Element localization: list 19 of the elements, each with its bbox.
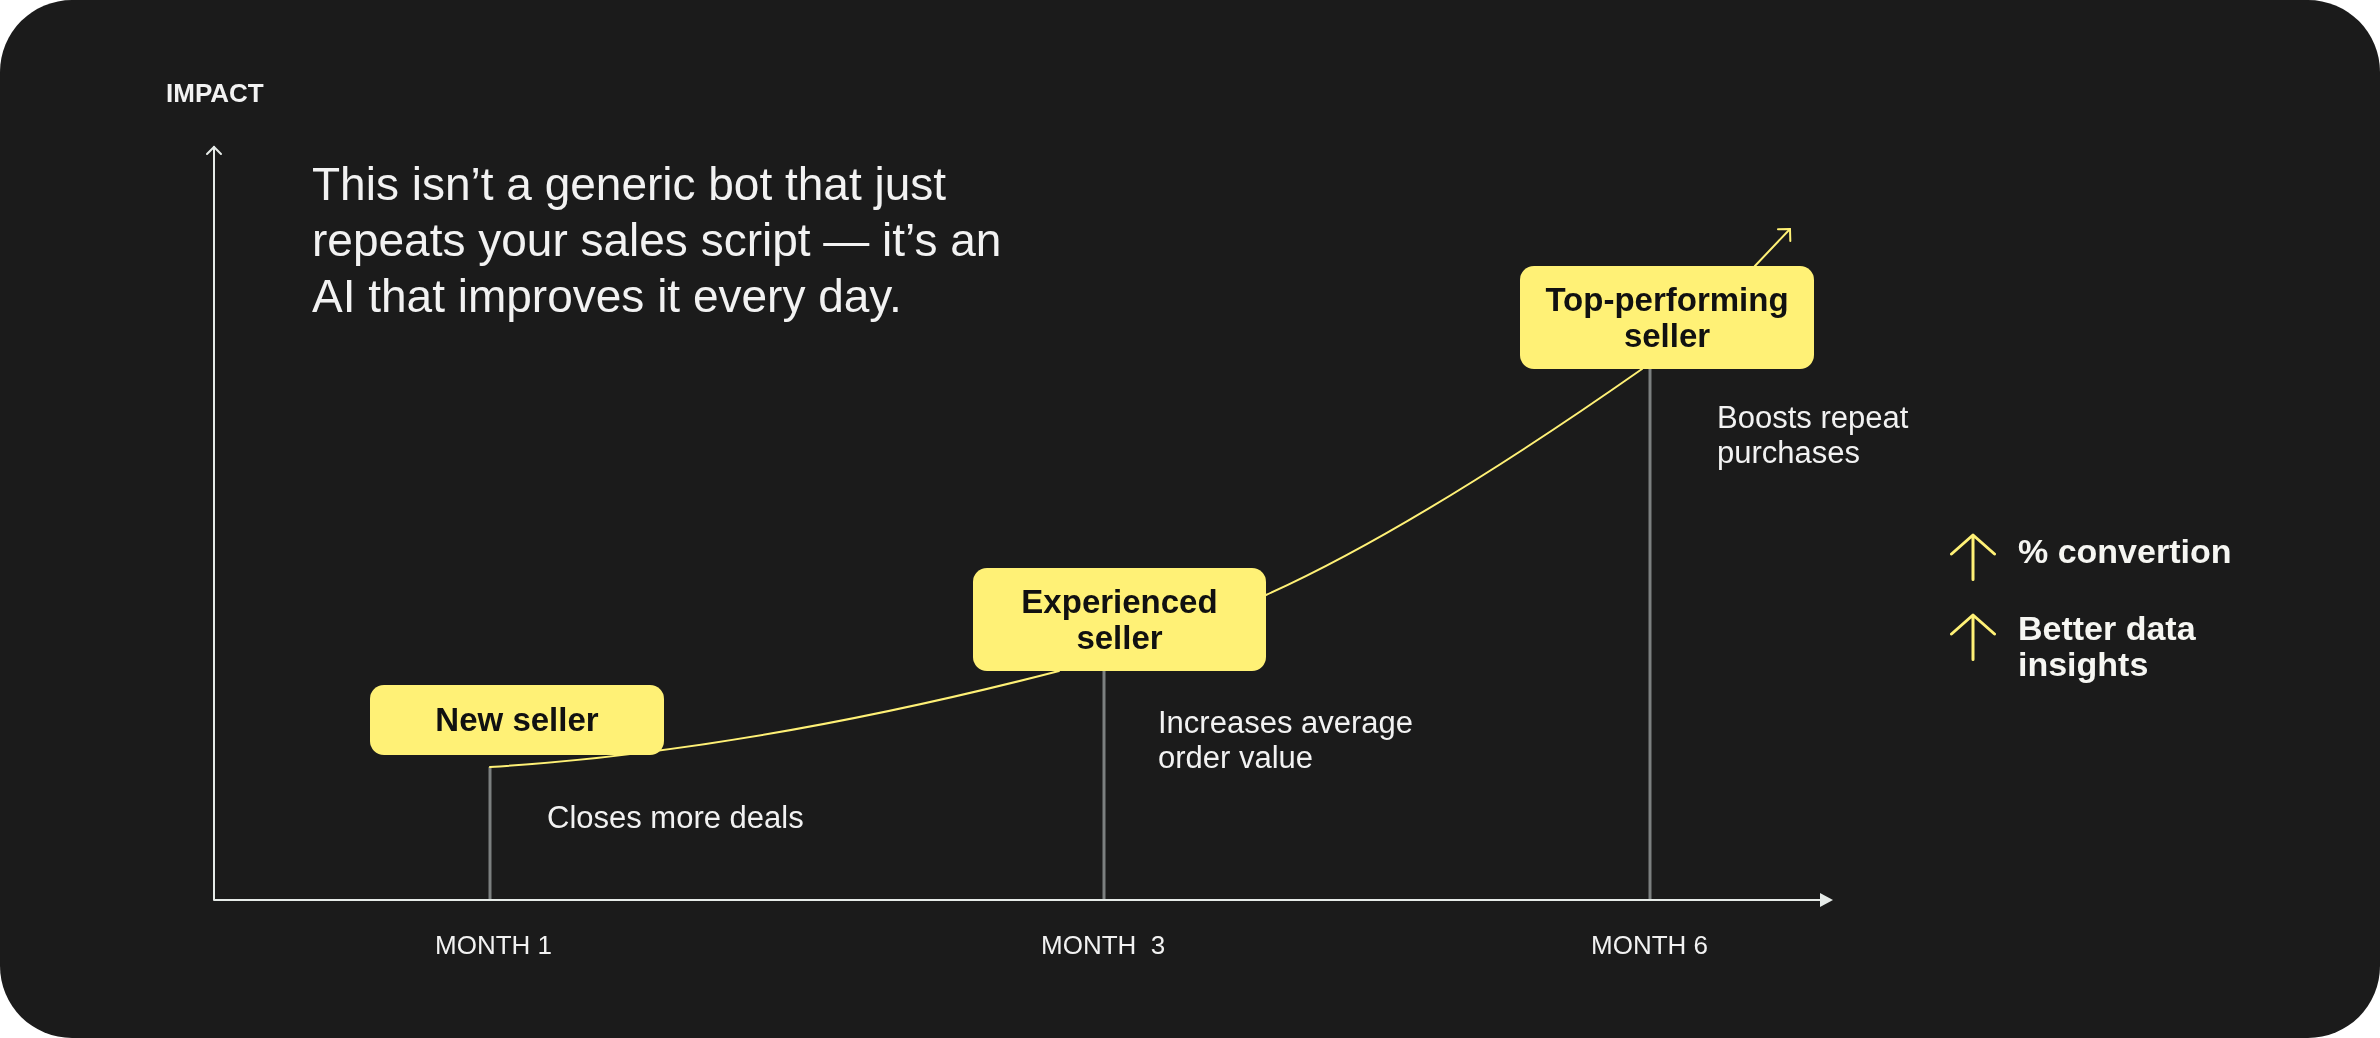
benefit-text: % convertion: [2018, 533, 2233, 569]
stage-title: Experienced seller: [1020, 583, 1219, 656]
stage-description: Closes more deals: [547, 800, 805, 835]
stage-title: New seller: [435, 702, 599, 738]
stage-box: [370, 685, 664, 755]
stage-description: Boosts repeat purchases: [1717, 400, 1910, 470]
stage-description: Increases average order value: [1158, 705, 1415, 775]
axis-tick-label: MONTH 1: [435, 930, 552, 960]
stage-box: [973, 568, 1266, 671]
headline: This isn’t a generic bot that just repeats your sales script — it’s an AI that improves it every day.: [312, 157, 1003, 324]
growth-curve: [1265, 368, 1643, 596]
growth-curve: [488, 670, 1060, 768]
axis-tick-label: MONTH 6: [1591, 930, 1708, 960]
axis-title: IMPACT: [166, 78, 264, 108]
benefit-text: Better data insights: [2018, 610, 2197, 682]
growth-arrow: [1753, 228, 1792, 267]
stage-box: [1520, 266, 1814, 369]
stage-title: Top-performing seller: [1544, 281, 1790, 354]
axis-tick-label: MONTH 3: [1041, 930, 1166, 960]
